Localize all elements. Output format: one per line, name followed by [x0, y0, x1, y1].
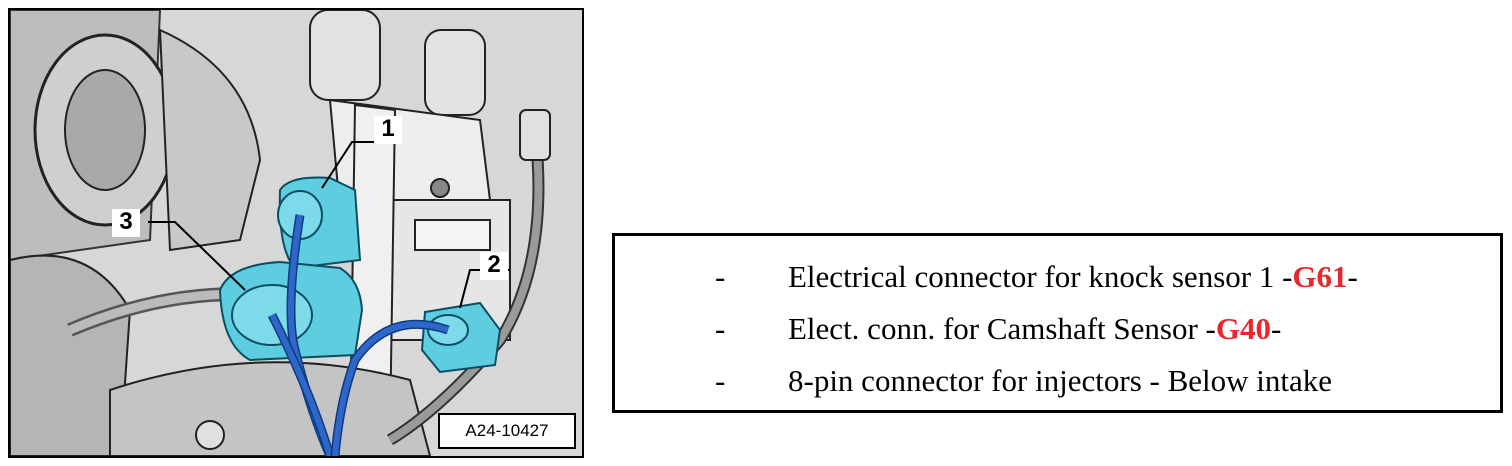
- legend-dash: -: [715, 363, 726, 398]
- engine-illustration: [10, 10, 582, 456]
- component-code: G40: [1215, 311, 1271, 346]
- legend-dash: -: [715, 311, 726, 346]
- legend-dash: -: [715, 259, 726, 294]
- leader-line-3: [148, 221, 246, 291]
- legend-text: Electrical connector for knock sensor 1 …: [788, 259, 1358, 294]
- callout-3: 3: [112, 209, 140, 237]
- legend-box: - Electrical connector for knock sensor …: [612, 233, 1503, 413]
- callout-2: 2: [480, 252, 508, 280]
- legend-text: 8-pin connector for injectors - Below in…: [788, 363, 1333, 398]
- legend-text: Elect. conn. for Camshaft Sensor -G40-: [788, 311, 1282, 346]
- reference-code-label: A24-10427: [438, 413, 576, 449]
- component-code: G61: [1292, 259, 1348, 294]
- callout-1: 1: [374, 116, 402, 144]
- engine-diagram: 1 2 3 A24-10427: [8, 8, 584, 458]
